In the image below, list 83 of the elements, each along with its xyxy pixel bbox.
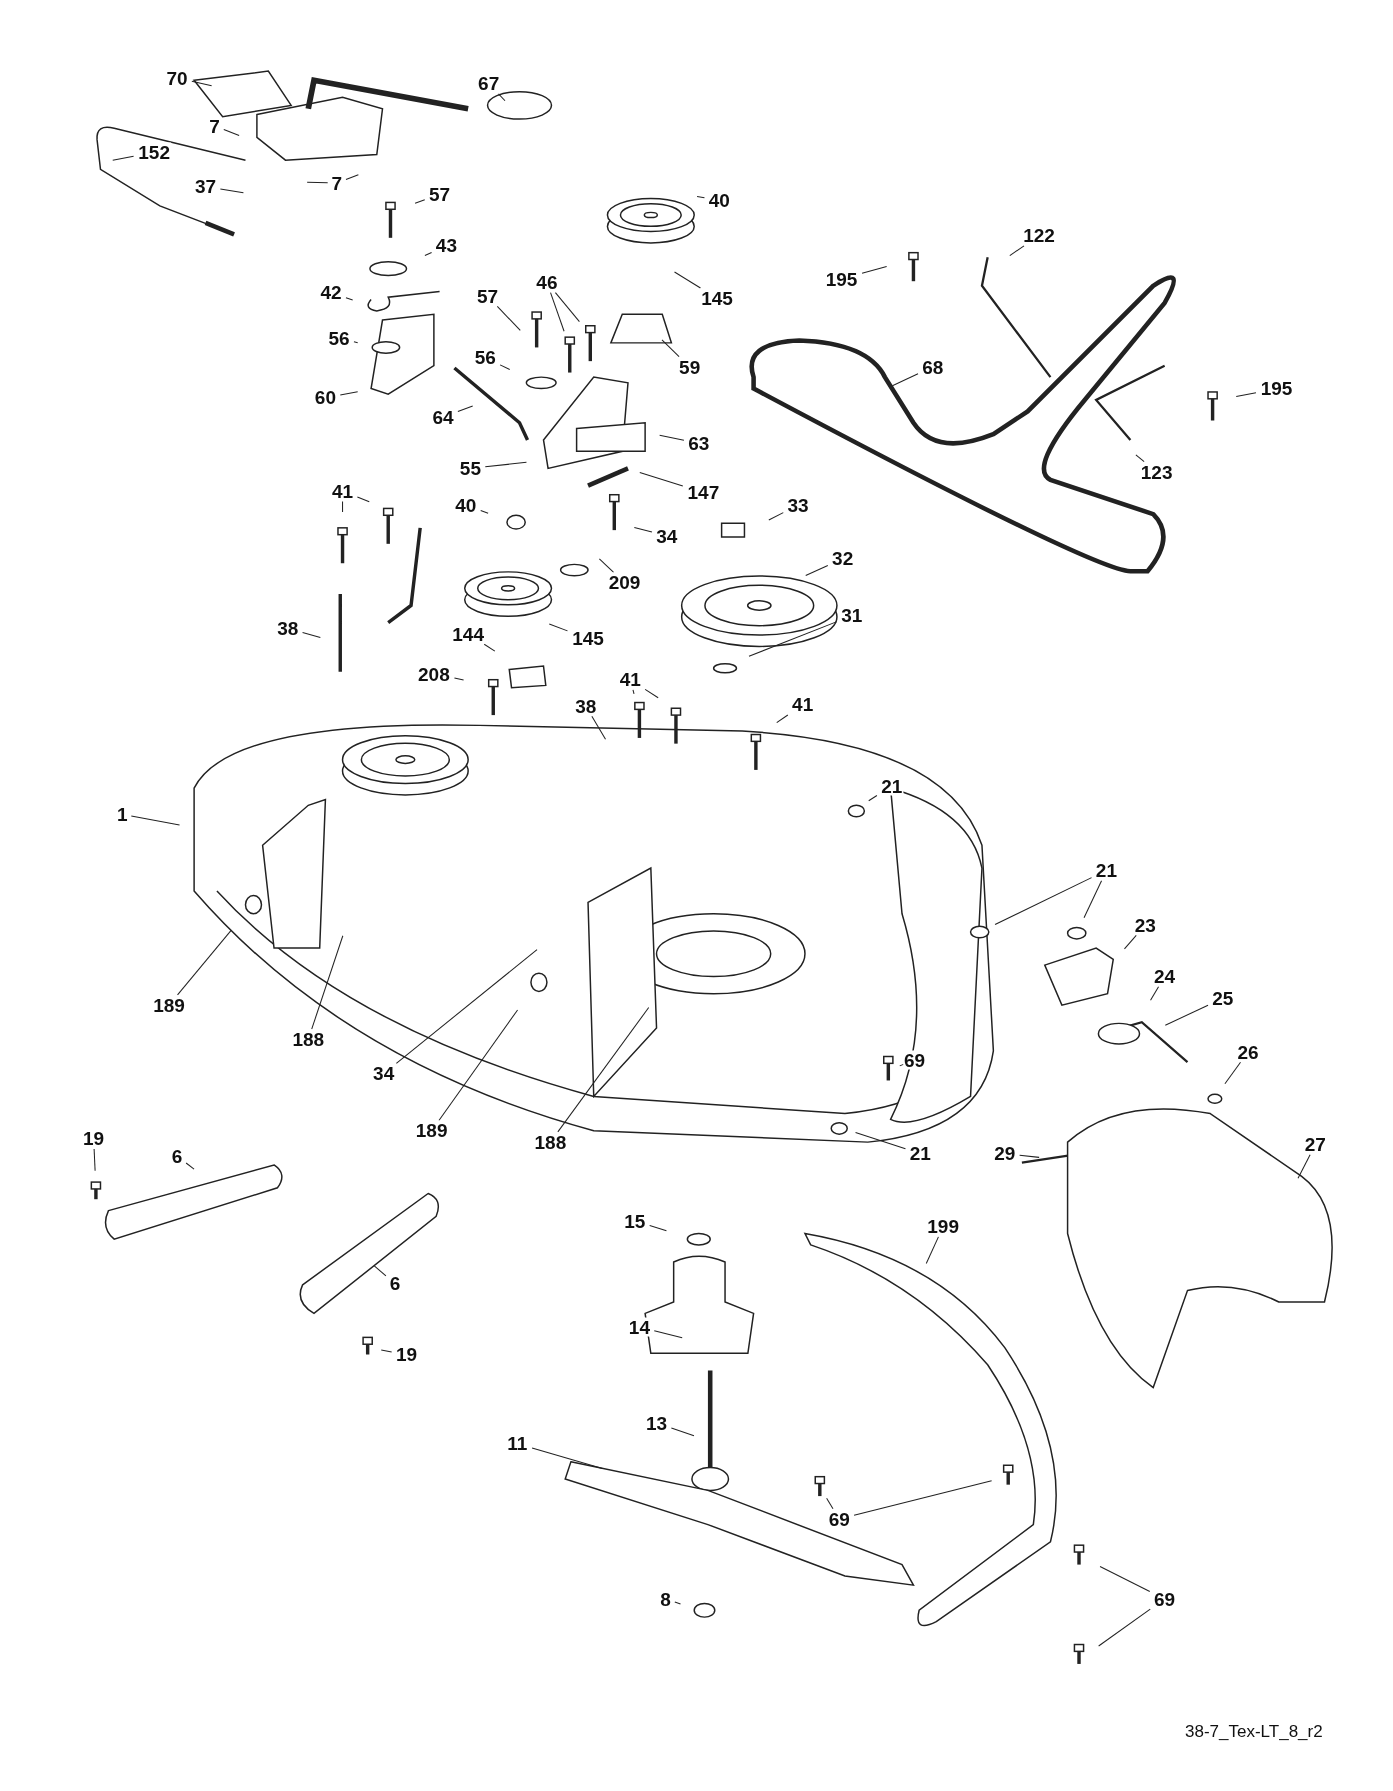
leader-line: [855, 1132, 906, 1150]
leader-line: [1235, 392, 1257, 398]
leader-line: [674, 271, 701, 289]
leader-line: [899, 1063, 904, 1067]
leader-line: [1009, 245, 1025, 257]
leader-line: [219, 188, 244, 194]
callout-number: 41: [791, 695, 815, 714]
leader-line: [93, 1148, 96, 1172]
leader-line: [499, 364, 511, 371]
leader-line: [1083, 880, 1103, 919]
leader-line: [424, 251, 433, 256]
leader-line: [380, 1349, 393, 1353]
leader-line: [925, 1236, 939, 1265]
callout-number: 188: [533, 1132, 568, 1152]
leader-line: [480, 509, 489, 514]
leader-line: [591, 715, 607, 740]
leader-line: [311, 935, 344, 1030]
leader-line: [670, 1427, 695, 1437]
leader-line: [185, 1162, 195, 1170]
leader-line: [748, 621, 838, 657]
leader-line: [438, 1009, 519, 1121]
leader-line: [557, 1007, 650, 1133]
leader-line: [345, 297, 354, 301]
leader-line: [130, 815, 181, 826]
leader-line: [373, 1265, 387, 1277]
callout-number: 189: [152, 995, 186, 1015]
leader-line: [177, 929, 232, 996]
leader-line: [395, 949, 538, 1064]
callout-number: 14: [627, 1317, 651, 1337]
leader-line: [414, 199, 426, 204]
leader-line: [644, 688, 659, 699]
leader-line: [649, 1225, 667, 1232]
leader-line: [550, 292, 565, 332]
drawing-code: 38-7_Tex-LT_8_r2: [1185, 1722, 1323, 1742]
leader-line: [453, 677, 465, 681]
leader-line: [696, 195, 705, 199]
leader-line: [633, 527, 653, 533]
leader-line: [554, 292, 580, 323]
leader-line: [661, 339, 680, 358]
leader-line: [639, 471, 684, 487]
leader-line: [994, 877, 1093, 926]
leader-line: [1150, 986, 1160, 1001]
leader-line: [861, 265, 888, 274]
leader-line: [306, 181, 329, 184]
leader-line: [1099, 1566, 1151, 1592]
leader-line: [484, 461, 527, 468]
leader-line: [632, 689, 635, 695]
leader-line: [191, 80, 213, 87]
leader-line: [498, 93, 506, 102]
leader-line: [1123, 934, 1137, 950]
leader-line: [1135, 454, 1145, 463]
leader-line: [653, 1330, 683, 1339]
leader-line: [356, 496, 370, 503]
leader-line: [302, 631, 321, 638]
leader-line: [853, 1480, 993, 1516]
leader-line: [345, 174, 359, 181]
leader-line: [342, 501, 344, 513]
leader-line: [659, 434, 685, 441]
leader-line: [548, 623, 568, 632]
leader-line: [112, 155, 135, 161]
leader-line: [1019, 1154, 1040, 1158]
leader-line: [674, 1601, 682, 1605]
callout-number: 152: [137, 142, 171, 162]
leader-line: [496, 305, 521, 331]
leader-line: [483, 643, 496, 652]
leader-line: [598, 558, 615, 573]
leader-line: [339, 391, 359, 396]
callout-number: 69: [903, 1050, 927, 1070]
leader-line: [891, 373, 919, 387]
leader-line: [1098, 1608, 1151, 1647]
leader-line: [223, 129, 240, 137]
leader-line: [457, 405, 474, 413]
leader-line: [805, 564, 829, 577]
leader-line: [776, 714, 789, 724]
leader-line: [1164, 1004, 1209, 1026]
leader-line: [1297, 1154, 1311, 1179]
leader-line: [1224, 1061, 1242, 1085]
leader-line: [768, 512, 784, 521]
leader-line: [868, 794, 878, 802]
callout-number: 43: [434, 236, 458, 255]
leader-line: [531, 1447, 603, 1469]
leader-line: [353, 341, 359, 344]
leader-line: [826, 1497, 834, 1510]
